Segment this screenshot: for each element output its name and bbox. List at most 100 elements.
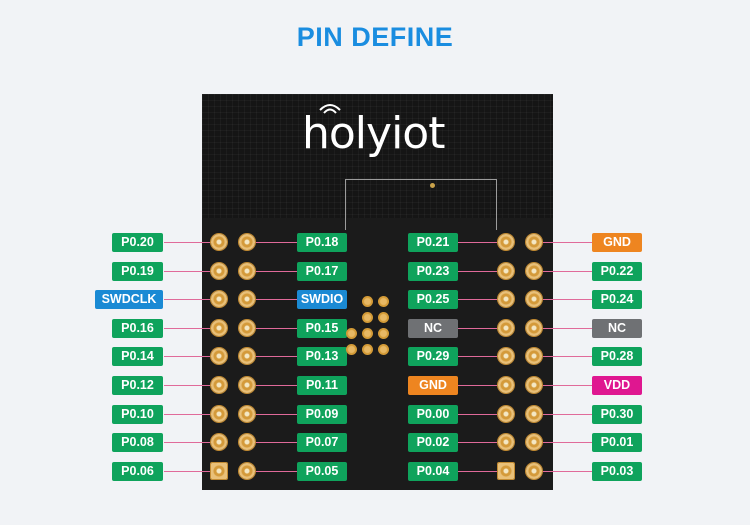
leader-line: [164, 242, 219, 243]
pin-label: P0.29: [408, 347, 458, 366]
thermal-via-dot: [362, 312, 373, 323]
pin-label: P0.13: [297, 347, 347, 366]
pin-pad: [526, 377, 542, 393]
pin-pad: [526, 291, 542, 307]
pin-pad: [211, 234, 227, 250]
pin-pad: [211, 263, 227, 279]
pin-label: P0.10: [112, 405, 163, 424]
pin-label: P0.15: [297, 319, 347, 338]
leader-line: [458, 299, 506, 300]
thermal-via-dot: [346, 328, 357, 339]
leader-line: [247, 442, 297, 443]
pin1-square-pad: [498, 463, 514, 479]
page-title: PIN DEFINE: [296, 22, 454, 52]
pin-pad: [211, 377, 227, 393]
pin-label: GND: [592, 233, 642, 252]
pin-label: P0.03: [592, 462, 642, 481]
leader-line: [534, 271, 592, 272]
leader-line: [534, 242, 592, 243]
leader-line: [534, 471, 592, 472]
pin-label: P0.22: [592, 262, 642, 281]
pin-label: P0.04: [408, 462, 458, 481]
pin-label: P0.20: [112, 233, 163, 252]
leader-line: [164, 356, 219, 357]
leader-line: [247, 385, 297, 386]
pin-pad: [239, 463, 255, 479]
pin-label: SWDCLK: [95, 290, 163, 309]
antenna-outline: [345, 179, 497, 230]
pin-pad: [526, 406, 542, 422]
leader-line: [458, 471, 506, 472]
leader-line: [534, 299, 592, 300]
pin-pad: [239, 377, 255, 393]
pin-pad: [498, 406, 514, 422]
leader-line: [247, 471, 297, 472]
thermal-via-dot: [346, 344, 357, 355]
leader-line: [458, 271, 506, 272]
leader-line: [534, 328, 592, 329]
pin-label: P0.01: [592, 433, 642, 452]
pin-label: P0.14: [112, 347, 163, 366]
pin-pad: [526, 263, 542, 279]
pin-label: P0.21: [408, 233, 458, 252]
leader-line: [164, 271, 219, 272]
pin-pad: [239, 434, 255, 450]
pin-pad: [526, 348, 542, 364]
pin-label: SWDIO: [297, 290, 347, 309]
leader-line: [164, 471, 219, 472]
pin-label: P0.16: [112, 319, 163, 338]
pin-pad: [526, 234, 542, 250]
leader-line: [458, 414, 506, 415]
leader-line: [534, 442, 592, 443]
wifi-signal-icon: [319, 104, 341, 114]
pin-label: P0.12: [112, 376, 163, 395]
pin-label: P0.06: [112, 462, 163, 481]
thermal-via-dot: [378, 344, 389, 355]
thermal-via-dot: [378, 312, 389, 323]
leader-line: [247, 271, 297, 272]
pin-pad: [498, 377, 514, 393]
leader-line: [534, 356, 592, 357]
leader-line: [164, 442, 219, 443]
pin-label: P0.02: [408, 433, 458, 452]
pin-pad: [498, 234, 514, 250]
pin-pad: [526, 463, 542, 479]
leader-line: [458, 442, 506, 443]
leader-line: [164, 414, 219, 415]
pin-pad: [239, 320, 255, 336]
pin-label: P0.05: [297, 462, 347, 481]
antenna-feed-dot: [430, 183, 435, 188]
leader-line: [534, 414, 592, 415]
pin-label: P0.24: [592, 290, 642, 309]
pin1-square-pad: [211, 463, 227, 479]
leader-line: [247, 299, 297, 300]
leader-line: [458, 385, 506, 386]
pin-pad: [239, 234, 255, 250]
pin-label: P0.28: [592, 347, 642, 366]
pin-label: P0.17: [297, 262, 347, 281]
pin-pad: [239, 291, 255, 307]
leader-line: [247, 242, 297, 243]
pin-label: P0.23: [408, 262, 458, 281]
pin-pad: [239, 348, 255, 364]
leader-line: [458, 356, 506, 357]
pin-label: P0.25: [408, 290, 458, 309]
pin-pad: [498, 348, 514, 364]
pad-area: [202, 218, 553, 490]
pin-label: NC: [592, 319, 642, 338]
pin-pad: [498, 434, 514, 450]
pin-pad: [498, 291, 514, 307]
pin-label: NC: [408, 319, 458, 338]
leader-line: [247, 356, 297, 357]
thermal-via-dot: [378, 296, 389, 307]
pin-pad: [211, 434, 227, 450]
leader-line: [458, 242, 506, 243]
pin-pad: [498, 320, 514, 336]
pin-label: P0.09: [297, 405, 347, 424]
leader-line: [534, 385, 592, 386]
pin-label: P0.00: [408, 405, 458, 424]
pin-label: P0.30: [592, 405, 642, 424]
pin-label: VDD: [592, 376, 642, 395]
brand-name: holyiot: [302, 108, 445, 159]
brand-logo: holyiot: [302, 104, 462, 160]
